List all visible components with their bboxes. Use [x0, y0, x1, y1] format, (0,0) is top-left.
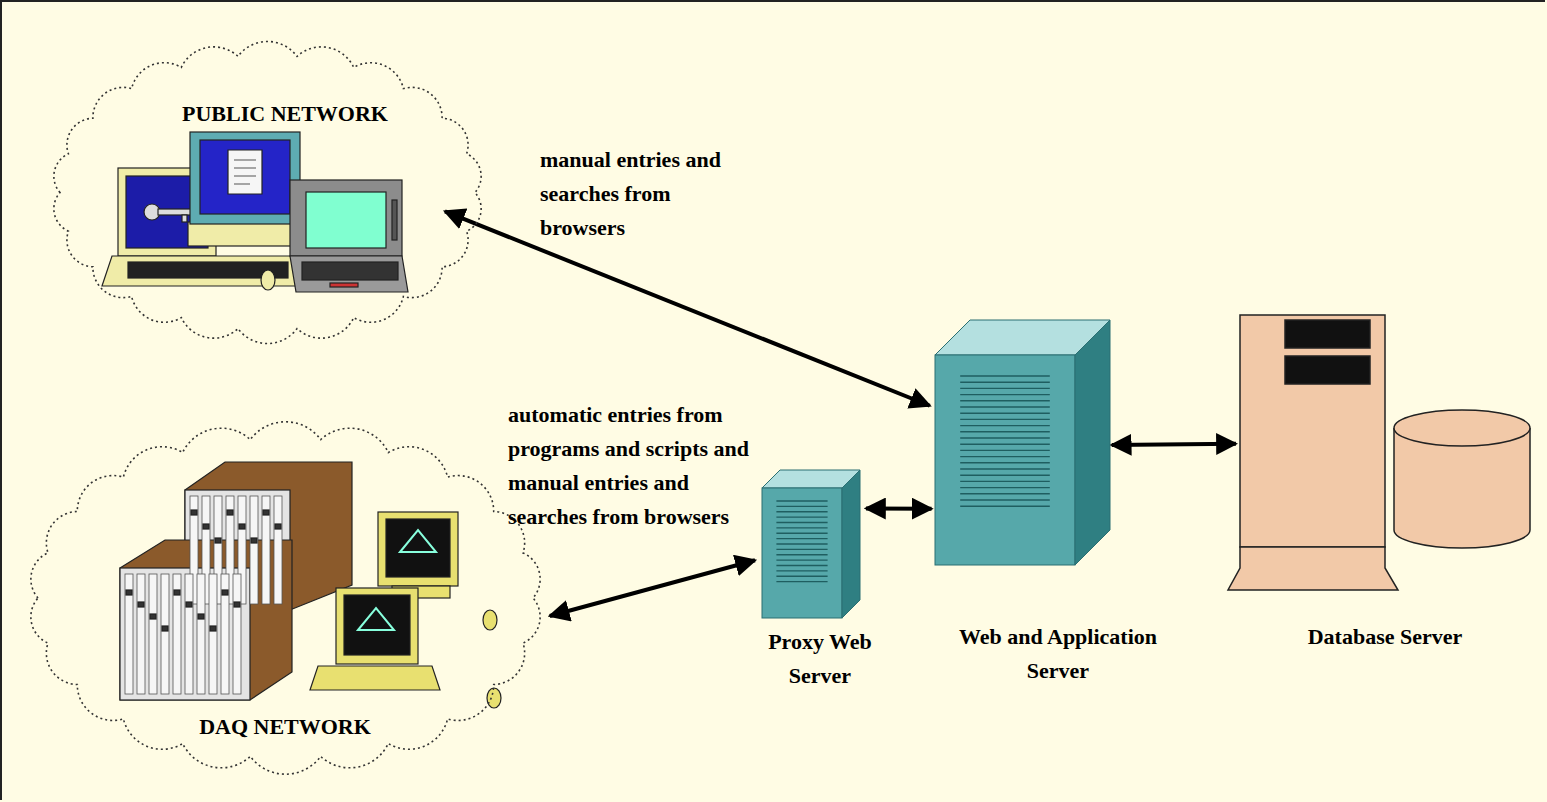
- server-node: Web and Application Server: [935, 320, 1110, 565]
- network-cloud: PUBLIC NETWORK: [40, 35, 495, 350]
- server-tower: [935, 320, 1110, 565]
- cloud-outline: [40, 35, 495, 350]
- connector-label: automatic entries from programs and scri…: [508, 398, 770, 534]
- network-title: DAQ NETWORK: [199, 710, 371, 744]
- database-server: [1228, 315, 1530, 590]
- server-tower: [762, 470, 860, 618]
- daq-crates: [120, 462, 501, 708]
- double-arrow: [1112, 444, 1236, 445]
- server-node: Proxy Web Server: [762, 470, 862, 618]
- network-cloud: DAQ NETWORK: [18, 418, 553, 778]
- server-label: Proxy Web Server: [745, 625, 895, 693]
- desktop-computers: [102, 132, 408, 292]
- double-arrow: [866, 506, 932, 510]
- double-arrow: [445, 211, 930, 405]
- server-label: Web and Application Server: [943, 620, 1173, 688]
- server-label: Database Server: [1255, 620, 1515, 654]
- connector-label: manual entries and searches from browser…: [540, 143, 745, 245]
- server-node: Database Server: [1240, 315, 1530, 595]
- network-title: PUBLIC NETWORK: [182, 97, 388, 131]
- double-arrow: [550, 560, 755, 616]
